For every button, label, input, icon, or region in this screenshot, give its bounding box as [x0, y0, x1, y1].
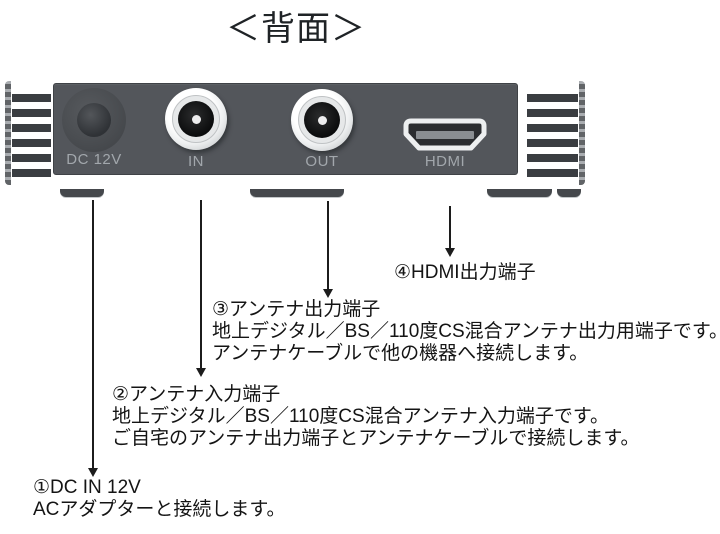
device-foot: [487, 189, 552, 197]
coax-socket: [178, 101, 214, 137]
arrowhead-icon: [88, 468, 98, 477]
arrowhead-icon: [445, 248, 455, 257]
coax-socket: [304, 102, 340, 138]
dc-jack-hole: [77, 103, 111, 137]
device-foot: [557, 189, 581, 197]
port-label-dc: DC 12V: [66, 151, 122, 168]
right-heatsink-edge: [579, 81, 585, 185]
callout-desc: ご自宅のアンテナ出力端子とアンテナケーブルで接続します。: [112, 428, 640, 449]
callout-desc: アンテナケーブルで他の機器へ接続します。: [212, 343, 589, 364]
callout-arrow-dc: [88, 200, 98, 477]
device-rear-panel: DC 12V IN OUT HDMI: [5, 63, 585, 203]
device-foot: [250, 189, 344, 197]
left-vent-fins: [12, 87, 51, 183]
coax-center-pin: [317, 115, 327, 125]
callout-heading: ④HDMI出力端子: [394, 262, 536, 283]
callout-hdmi: ④HDMI出力端子: [394, 262, 536, 284]
callout-desc: 地上デジタル／BS／110度CS混合アンテナ出力用端子です。: [212, 321, 720, 342]
antenna-in-port: [165, 88, 227, 150]
port-label-out: OUT: [305, 153, 339, 170]
device-foot: [60, 189, 104, 197]
callout-heading: ①DC IN 12V: [33, 477, 141, 498]
callout-arrow-hdmi: [445, 206, 455, 257]
callout-antenna-out: ③アンテナ出力端子 地上デジタル／BS／110度CS混合アンテナ出力用端子です。…: [212, 299, 720, 365]
callout-heading: ②アンテナ入力端子: [112, 384, 281, 405]
port-label-in: IN: [188, 153, 204, 170]
callout-desc: ACアダプターと接続します。: [33, 499, 286, 520]
callout-arrow-antenna-out: [323, 201, 333, 298]
callout-antenna-in: ②アンテナ入力端子 地上デジタル／BS／110度CS混合アンテナ入力端子です。 …: [112, 384, 639, 450]
right-vent-fins: [527, 87, 578, 183]
coax-center-pin: [191, 114, 201, 124]
hdmi-port: [403, 118, 487, 151]
port-label-hdmi: HDMI: [424, 153, 466, 170]
callout-heading: ③アンテナ出力端子: [212, 299, 381, 320]
antenna-out-port: [291, 89, 353, 151]
dc-power-port: [62, 88, 126, 152]
page-title: ＜背面＞: [226, 10, 366, 48]
arrowhead-icon: [323, 289, 333, 298]
left-heatsink-edge: [5, 81, 11, 185]
coax-ring: [172, 95, 220, 143]
callout-dc: ①DC IN 12V ACアダプターと接続します。: [33, 477, 286, 521]
callout-arrow-antenna-in: [196, 200, 206, 377]
coax-ring: [298, 96, 346, 144]
callout-desc: 地上デジタル／BS／110度CS混合アンテナ入力端子です。: [112, 406, 609, 427]
arrowhead-icon: [196, 368, 206, 377]
